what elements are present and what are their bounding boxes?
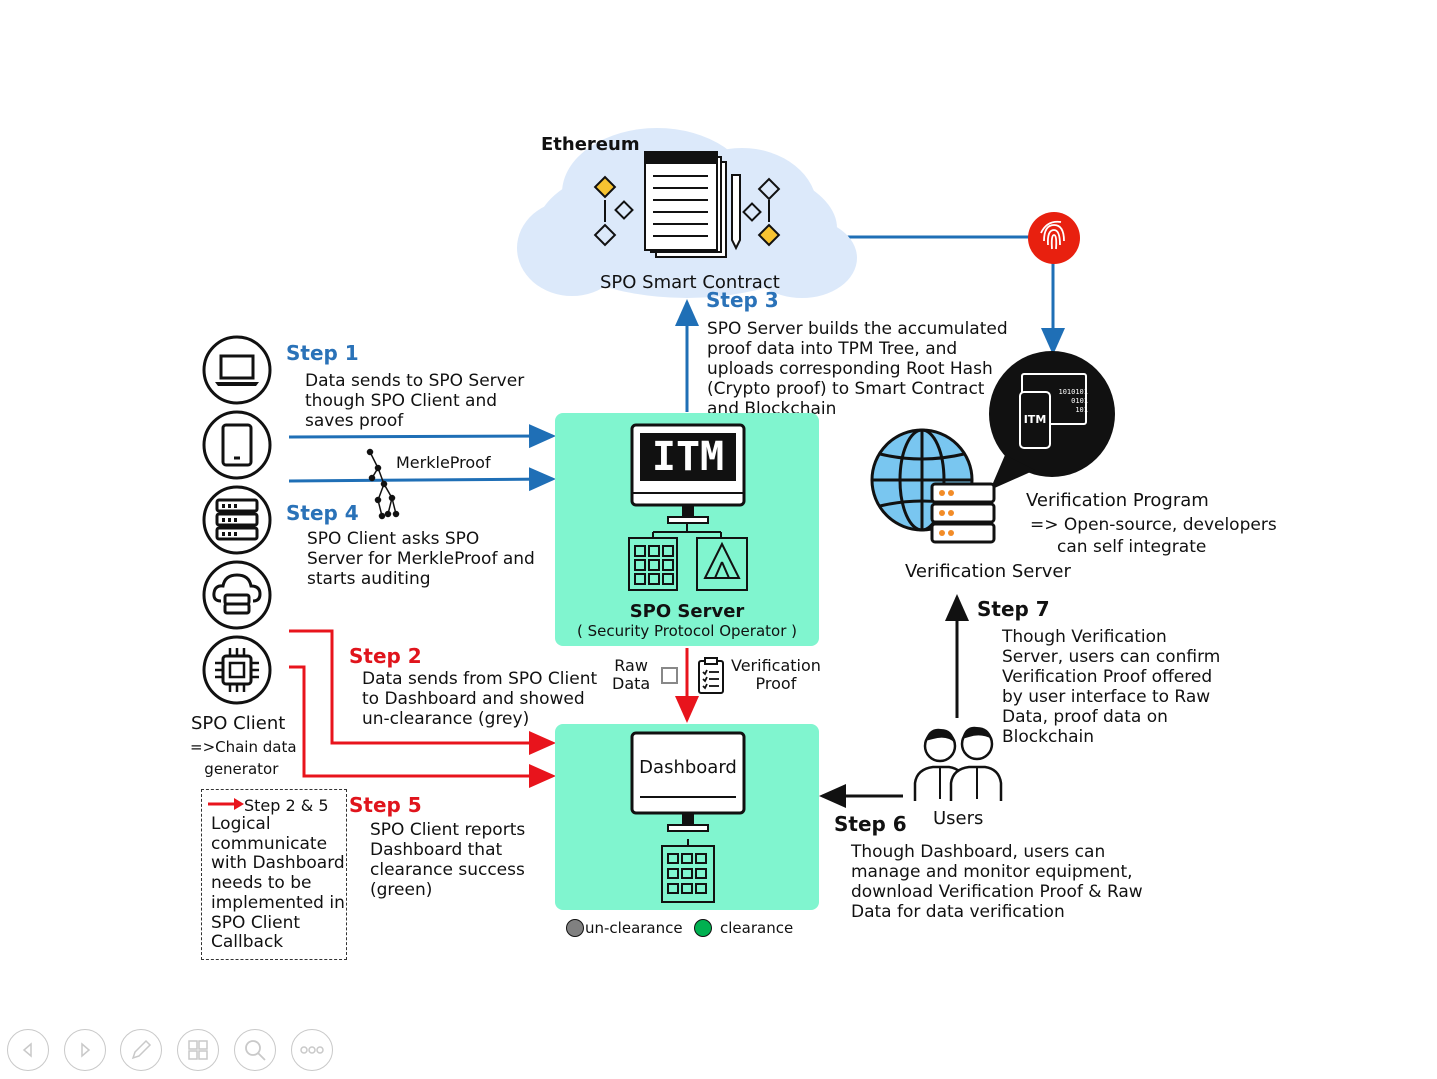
clipboard-icon [698, 657, 724, 694]
raw-data-label: Raw Data [612, 656, 651, 693]
step4-title: Step 4 [286, 501, 359, 525]
cloud-storage-icon [202, 560, 272, 630]
chip-icon [202, 635, 272, 705]
itm-logo: ITM [651, 434, 725, 480]
step7-title: Step 7 [977, 597, 1050, 621]
step1-arrow [288, 424, 556, 449]
note-box [201, 789, 347, 960]
step2-arrow [289, 629, 556, 755]
users-label: Users [933, 808, 984, 829]
note-red-arrow [208, 798, 244, 810]
slides-icon [188, 1040, 208, 1060]
more-icon [300, 1046, 324, 1054]
dashboard-screen-label: Dashboard [639, 757, 737, 778]
next-icon [81, 1042, 91, 1058]
spo-client-desc: =>Chain data generator [190, 738, 297, 778]
step3-text: SPO Server builds the accumulated proof … [707, 319, 1008, 419]
cloud-title: Ethereum [541, 134, 640, 155]
itm-monitor-icon [630, 423, 746, 524]
verification-server-label: Verification Server [905, 561, 1071, 582]
dashboard-server-icon [661, 839, 715, 903]
legend-clear-dot [694, 919, 712, 937]
spo-server-subtitle: ( Security Protocol Operator ) [577, 622, 797, 640]
zoom-icon [245, 1040, 266, 1061]
prev-icon [22, 1042, 32, 1058]
step4-arrow [288, 467, 556, 492]
dashboard-monitor-icon [630, 731, 746, 832]
verification-program-desc: => Open-source, developers can self inte… [1030, 515, 1277, 557]
raw-data-icon [661, 667, 678, 684]
legend-unclear-dot [566, 919, 584, 937]
bubble-binary-text: 1010101 0101 101 [1058, 388, 1088, 414]
merkle-tree-icon [366, 448, 400, 520]
spo-server-name: SPO Server [629, 601, 745, 622]
step3-title: Step 3 [706, 288, 779, 312]
globe-server-icon [870, 428, 996, 544]
next-button[interactable] [64, 1029, 106, 1071]
server-tree-icon [628, 524, 748, 591]
prev-button[interactable] [7, 1029, 49, 1071]
verification-program-title: Verification Program [1026, 490, 1209, 511]
step2-title: Step 2 [349, 644, 422, 668]
smart-contract-label: SPO Smart Contract [600, 272, 780, 293]
legend-clear-label: clearance [720, 919, 794, 937]
step5-text: SPO Client reports Dashboard that cleara… [370, 820, 526, 900]
fingerprint-icon [1028, 212, 1080, 264]
note-text: Logical communicate with Dashboard needs… [211, 814, 345, 953]
step6-text: Though Dashboard, users can manage and m… [851, 842, 1143, 922]
tablet-icon [202, 410, 272, 480]
step4-text: SPO Client asks SPO Server for MerklePro… [307, 529, 535, 589]
server-rack-icon [202, 485, 272, 555]
verification-proof-label: Verification Proof [731, 656, 821, 693]
note-arrow-label: Step 2 & 5 [244, 796, 329, 815]
spo-client-name: SPO Client [191, 713, 286, 734]
slides-button[interactable] [177, 1029, 219, 1071]
step5-arrow [289, 665, 556, 788]
step6-title: Step 6 [834, 812, 907, 836]
step5-title: Step 5 [349, 793, 422, 817]
step1-text: Data sends to SPO Server though SPO Clie… [305, 371, 525, 431]
pen-button[interactable] [120, 1029, 162, 1071]
step2-text: Data sends from SPO Client to Dashboard … [362, 669, 598, 729]
users-icon [913, 726, 1003, 801]
zoom-button[interactable] [234, 1029, 276, 1071]
step7-text: Though Verification Server, users can co… [1002, 627, 1221, 747]
smart-contract-icon [593, 151, 781, 258]
bubble-itm-logo: ITM [1023, 413, 1047, 426]
laptop-icon [202, 335, 272, 405]
step1-title: Step 1 [286, 341, 359, 365]
pen-icon [131, 1039, 152, 1060]
more-button[interactable] [291, 1029, 333, 1071]
legend-unclear-label: un-clearance [585, 919, 683, 937]
speech-bubble-icon [989, 351, 1115, 490]
merkleproof-label: MerkleProof [396, 453, 491, 472]
